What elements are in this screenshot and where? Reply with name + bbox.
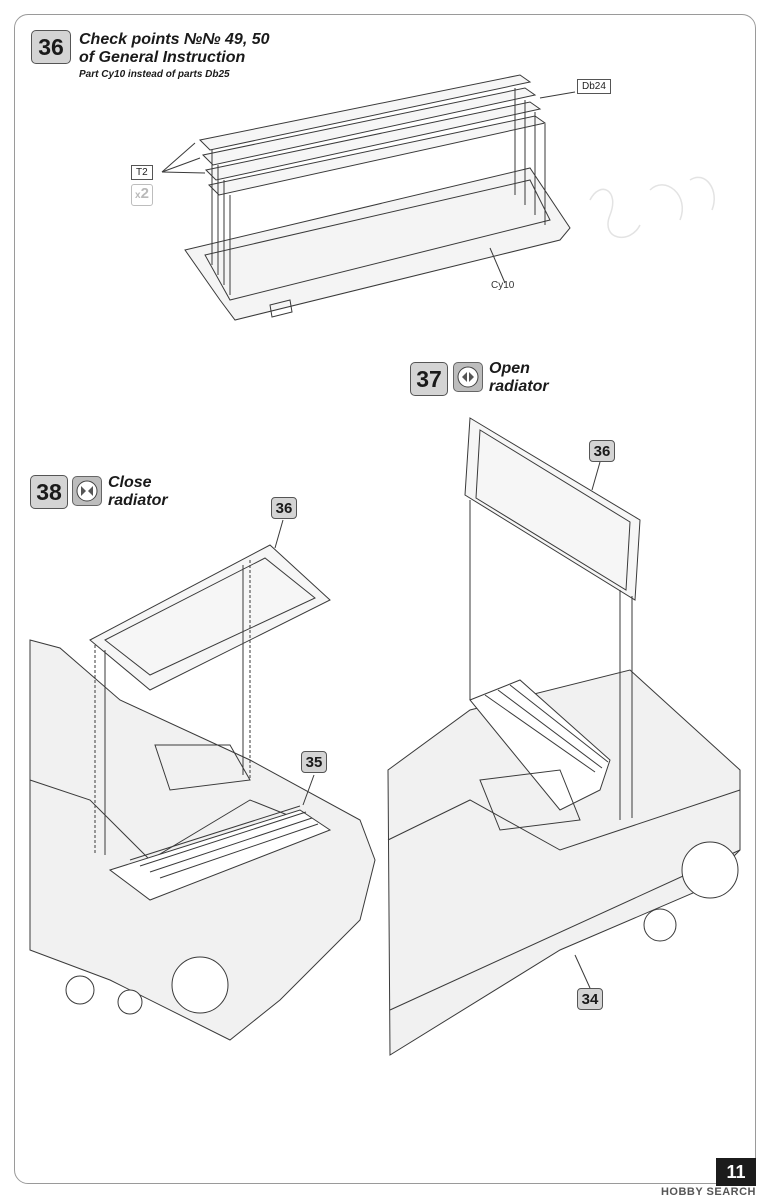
step-38-ref-35: 35 [301,751,327,773]
step-38-title-line2: radiator [108,492,168,510]
label-cy10: Cy10 [491,280,515,291]
multiplier-prefix: x [135,190,141,201]
radiator-open-icon [453,362,483,392]
step-36-badge: 36 [31,30,71,64]
step-37-title-line1: Open [489,360,530,377]
step-37-title: Open radiator [489,360,549,397]
step-38-ref-36: 36 [271,497,297,519]
hull-right-drawing [387,417,741,1056]
step-37-title-line2: radiator [489,378,549,396]
multiplier-badge: x2 [131,184,153,206]
step-38-title: Close radiator [108,474,168,511]
step-36-title: Check points №№ 49, 50 of General Instru… [79,31,270,80]
rail-parts-drawing [161,74,576,321]
radiator-close-icon [72,476,102,506]
step-36-title-line2: of General Instruction [79,49,246,67]
multiplier-value: 2 [140,185,149,202]
step-38-title-line1: Close [108,474,152,491]
label-db24: Db24 [577,79,611,94]
hull-left-drawing [29,519,376,1041]
page-number: 11 [716,1158,756,1186]
step-37-badge: 37 [410,362,448,396]
label-t2: T2 [131,165,153,180]
step-38-badge: 38 [30,475,68,509]
watermark-logo: HOBBY SEARCH [660,1186,756,1198]
faint-handwriting [589,176,715,239]
step-36-note: Part Cy10 instead of parts Db25 [79,68,230,80]
radiator-open-icon-glyph [457,366,479,388]
step-37-ref-34: 34 [577,988,603,1010]
step-37-ref-36: 36 [589,440,615,462]
step-36-title-line1: Check points №№ 49, 50 [79,31,270,48]
radiator-close-icon-glyph [76,480,98,502]
